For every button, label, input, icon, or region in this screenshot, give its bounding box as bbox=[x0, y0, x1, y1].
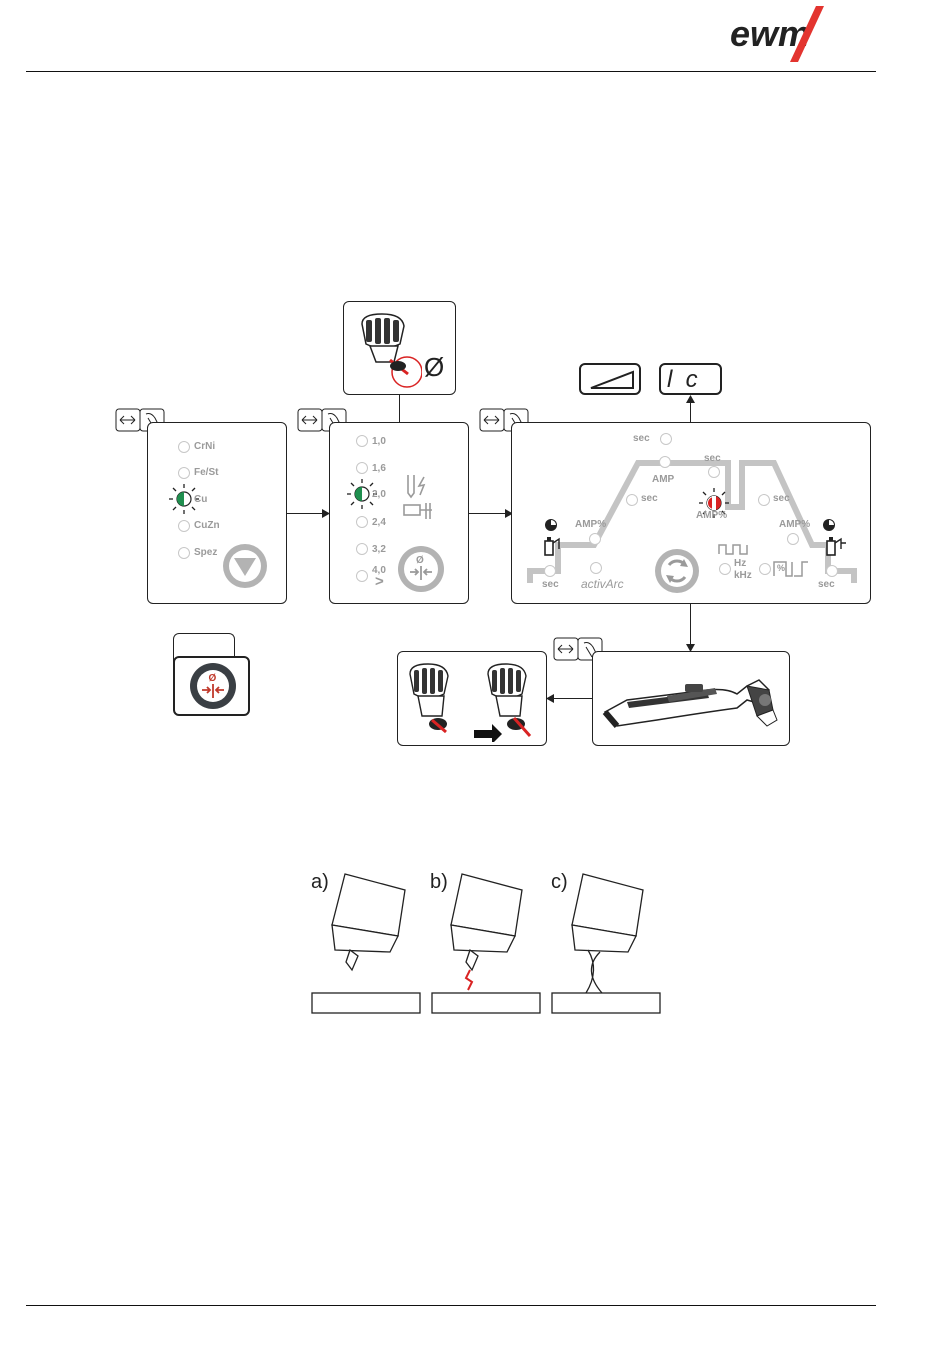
led-diameter-3-2 bbox=[356, 543, 368, 555]
display-text: l c bbox=[667, 366, 698, 394]
led-sec-right bbox=[826, 565, 838, 577]
diameter-dark-button-icon[interactable]: Ø bbox=[189, 662, 237, 710]
material-label-fest: Fe/St bbox=[194, 467, 218, 478]
callout-connector bbox=[399, 395, 400, 422]
label-sec-top: sec bbox=[633, 433, 650, 444]
led-diameter-2-4 bbox=[356, 516, 368, 528]
label-amp-pct-left: AMP% bbox=[575, 519, 606, 530]
diameter-label-1-6: 1,6 bbox=[372, 463, 386, 474]
led-sec-top bbox=[660, 433, 672, 445]
led-material-crni bbox=[178, 441, 190, 453]
slope-triangle-icon bbox=[589, 370, 635, 390]
led-pulse-balance bbox=[759, 563, 771, 575]
welding-torch-icon bbox=[597, 660, 787, 740]
sequence-navigate-button-icon[interactable] bbox=[653, 547, 701, 595]
header-rule bbox=[26, 71, 876, 72]
label-sec-downslope: sec bbox=[773, 493, 790, 504]
gas-postflow-icon bbox=[818, 517, 848, 561]
label-sec-main: sec bbox=[704, 453, 721, 464]
material-label-cuzn: CuZn bbox=[194, 520, 220, 531]
diameter-button-detail: Ø bbox=[173, 656, 250, 716]
led-amp-main bbox=[659, 456, 671, 468]
material-panel: CrNi Fe/St Cu CuZn Spez bbox=[147, 422, 287, 604]
led-amp-pct-left bbox=[589, 533, 601, 545]
label-hz: Hz bbox=[734, 558, 746, 569]
svg-text:Ø: Ø bbox=[209, 673, 217, 684]
more-symbol: > bbox=[375, 573, 384, 590]
arrow-left-icon bbox=[546, 694, 554, 703]
ewm-logo: ewm bbox=[728, 4, 868, 62]
torch-knob-result bbox=[397, 651, 547, 746]
torch-knob-press-icon bbox=[402, 658, 544, 742]
material-label-spez: Spez bbox=[194, 547, 217, 558]
sketch-c bbox=[552, 874, 660, 1013]
diameter-panel: 1,0 1,6 2,0 2,4 3,2 4,0 > Ø bbox=[329, 422, 469, 604]
label-amp-pct-mid: AMP% bbox=[696, 510, 727, 521]
diameter-button-icon[interactable]: Ø bbox=[396, 544, 446, 594]
led-sec-upslope bbox=[626, 494, 638, 506]
label-sec-left: sec bbox=[542, 579, 559, 590]
label-khz: kHz bbox=[734, 570, 752, 581]
diameter-label-1-0: 1,0 bbox=[372, 436, 386, 447]
led-diameter-4-0 bbox=[356, 570, 368, 582]
diameter-label-2-0: 2,0 bbox=[372, 489, 386, 500]
led-pulse-frequency bbox=[719, 563, 731, 575]
diameter-symbol: Ø bbox=[424, 352, 444, 383]
led-material-spez bbox=[178, 547, 190, 559]
led-amp-pct-right bbox=[787, 533, 799, 545]
led-diameter-1-6 bbox=[356, 462, 368, 474]
material-label-crni: CrNi bbox=[194, 441, 215, 452]
welding-torch-panel bbox=[592, 651, 790, 746]
display-right: l c bbox=[659, 363, 722, 395]
down-triangle-icon[interactable] bbox=[221, 542, 269, 590]
torch-diameter-callout: Ø bbox=[343, 301, 456, 395]
led-activarc bbox=[590, 562, 602, 574]
label-amp-main: AMP bbox=[652, 474, 674, 485]
led-sec-main bbox=[708, 466, 720, 478]
diameter-label-2-4: 2,4 bbox=[372, 517, 386, 528]
gas-preflow-icon bbox=[540, 517, 562, 561]
display-left bbox=[579, 363, 641, 395]
led-material-cuzn bbox=[178, 520, 190, 532]
led-material-fest bbox=[178, 467, 190, 479]
footer-rule bbox=[26, 1305, 876, 1306]
label-sec-upslope: sec bbox=[641, 493, 658, 504]
electrode-spark-icon bbox=[402, 473, 438, 523]
label-pct: % bbox=[777, 563, 785, 573]
led-sec-left bbox=[544, 565, 556, 577]
electrode-ignition-sketch bbox=[310, 870, 670, 1020]
led-diameter-1-0 bbox=[356, 435, 368, 447]
sketch-b bbox=[432, 874, 540, 1013]
label-sec-right: sec bbox=[818, 579, 835, 590]
arrow-up-icon bbox=[686, 395, 695, 403]
pulse-wave-icon bbox=[718, 543, 750, 555]
torch-knob-icon bbox=[352, 310, 422, 390]
led-sec-downslope bbox=[758, 494, 770, 506]
svg-text:Ø: Ø bbox=[416, 555, 424, 566]
sketch-a bbox=[312, 874, 420, 1013]
label-amp-pct-right: AMP% bbox=[779, 519, 810, 530]
sequence-panel: sec AMP sec sec AMP% sec AMP% AMP% bbox=[511, 422, 871, 604]
material-label-cu: Cu bbox=[194, 494, 207, 505]
label-activarc: activArc bbox=[581, 577, 624, 591]
diameter-label-3-2: 3,2 bbox=[372, 544, 386, 555]
